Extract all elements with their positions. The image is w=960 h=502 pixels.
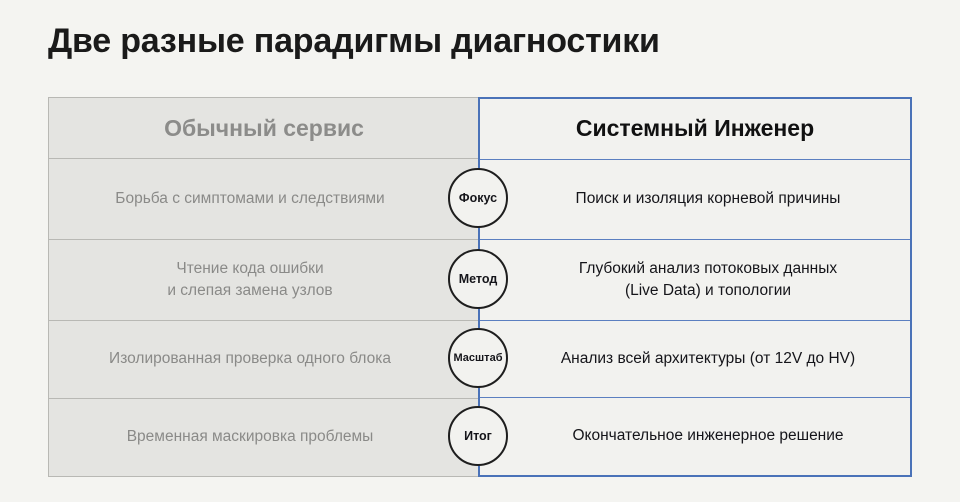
- header-label-right: Системный Инженер: [575, 115, 815, 142]
- badge-label-2: Метод: [458, 271, 498, 286]
- column-ordinary-service: Обычный сервис Борьба с симптомами и сле…: [48, 97, 480, 477]
- table-row-left-4: Временная маскировка проблемы: [49, 398, 479, 476]
- badge-label-3: Масштаб: [453, 352, 503, 364]
- cell-text-left-1: Борьба с симптомами и следствиями: [115, 189, 385, 207]
- cell-text-left-3: Изолированная проверка одного блока: [109, 350, 391, 368]
- table-row-left-2: Чтение кода ошибки и слепая замена узлов: [49, 239, 479, 320]
- cell-text-left-4: Временная маскировка проблемы: [126, 428, 374, 446]
- cell-text-right-2-line1: Глубокий анализ потоковых данных: [578, 259, 838, 277]
- badge-label-1: Фокус: [458, 190, 498, 205]
- badge-result: Итог: [448, 406, 508, 466]
- column-system-engineer: Системный Инженер Поиск и изоляция корне…: [478, 97, 912, 477]
- table-row-left-3: Изолированная проверка одного блока: [49, 320, 479, 398]
- header-cell-right: Системный Инженер: [480, 99, 910, 159]
- cell-text-left-2: Чтение кода ошибки и слепая замена узлов: [167, 258, 332, 303]
- cell-text-left-2-line2: и слепая замена узлов: [167, 282, 333, 299]
- table-row-right-1: Поиск и изоляция корневой причины: [480, 158, 910, 240]
- table-row-right-2: Глубокий анализ потоковых данных (Live D…: [480, 239, 910, 320]
- comparison-table: Обычный сервис Борьба с симптомами и сле…: [48, 97, 912, 477]
- cell-text-right-2-line2: (Live Data) и топологии: [624, 282, 792, 300]
- header-cell-left: Обычный сервис: [49, 98, 479, 158]
- cell-text-right-2: Глубокий анализ потоковых данных (Live D…: [579, 258, 837, 303]
- badge-label-4: Итог: [464, 429, 492, 443]
- header-label-left: Обычный сервис: [164, 114, 364, 141]
- badge-method: Метод: [448, 248, 508, 309]
- badge-scale: Масштаб: [448, 328, 508, 388]
- table-row-left-1: Борьба с симптомами и следствиями: [49, 158, 479, 239]
- cell-text-right-3: Анализ всей архитектуры (от 12V до HV): [560, 349, 856, 367]
- table-row-right-4: Окончательное инженерное решение: [480, 397, 910, 475]
- cell-text-right-1: Поиск и изоляция корневой причины: [575, 190, 841, 208]
- cell-text-right-4: Окончательное инженерное решение: [572, 427, 844, 445]
- page-title: Две разные парадигмы диагностики: [48, 22, 660, 60]
- badge-focus: Фокус: [448, 167, 508, 228]
- cell-text-left-2-line1: Чтение кода ошибки: [176, 259, 324, 277]
- table-row-right-3: Анализ всей архитектуры (от 12V до HV): [480, 319, 910, 398]
